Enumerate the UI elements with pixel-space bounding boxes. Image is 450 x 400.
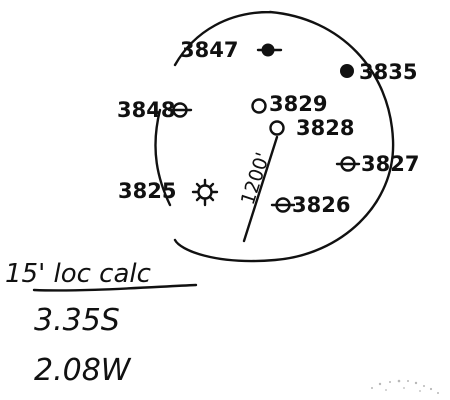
radius-label: 1200' [237,150,274,208]
well-label-3829: 3829 [269,92,327,116]
well-3829: 3829 [251,92,327,116]
well-label-3848: 3848 [117,98,175,122]
well-3847: 3847 [180,38,283,62]
scan-speckle [371,379,439,394]
notes-underline [32,283,198,292]
radius-circle [154,10,395,263]
well-3825-rays-circle-icon [191,178,219,207]
well-3825: 3825 [118,178,219,207]
notes-line-2: 2.08W [34,353,132,388]
well-label-3835: 3835 [359,60,417,84]
well-3848: 3848 [117,98,193,122]
notes-heading: 15' loc calc [5,259,151,289]
handwritten-notes: 15' loc calc 3.35S 2.08W [5,259,198,388]
well-3835-filled-circle-icon [340,64,354,78]
well-label-3828: 3828 [296,116,354,140]
radius-line [242,135,279,243]
well-label-3847: 3847 [180,38,238,62]
well-label-3826: 3826 [292,193,350,217]
well-3827: 3827 [335,152,419,176]
well-3829-open-circle-icon [251,98,267,114]
well-3847-filled-circle-icon [261,43,275,57]
well-3828: 3828 [269,116,354,140]
well-3828-open-circle-icon [269,120,285,136]
well-label-3827: 3827 [361,152,419,176]
notes-line-1: 3.35S [34,303,120,338]
well-3826: 3826 [270,193,350,217]
well-3835: 3835 [340,60,417,84]
well-label-3825: 3825 [118,179,176,203]
